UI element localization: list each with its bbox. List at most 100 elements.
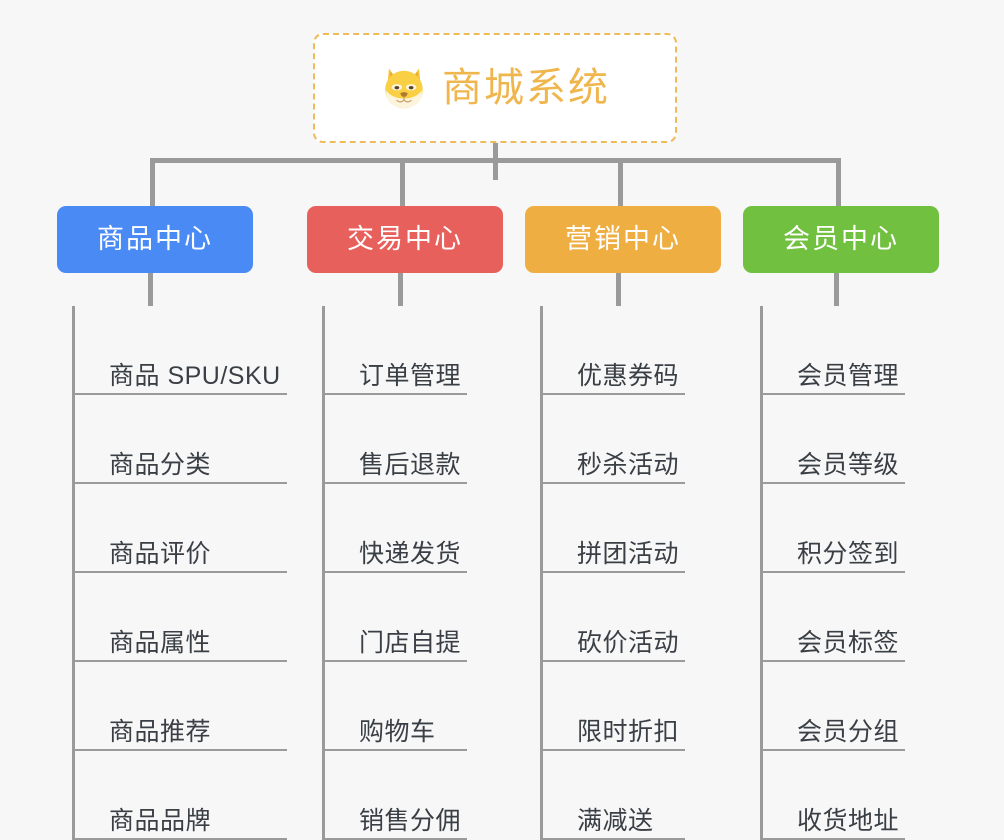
leaf-item[interactable]: 秒杀活动 xyxy=(543,395,686,484)
root-title: 商城系统 xyxy=(442,66,610,110)
leaf-list-4: 会员管理 会员等级 积分签到 会员标签 会员分组 收货地址 xyxy=(760,306,906,840)
leaf-label: 会员管理 xyxy=(797,361,900,390)
leaf-underline: 优惠券码 xyxy=(543,361,686,395)
leaf-label: 收货地址 xyxy=(797,806,900,835)
branch-column-2: 交易中心 xyxy=(307,206,503,273)
leaf-underline: 购物车 xyxy=(325,717,468,751)
leaf-label: 订单管理 xyxy=(359,361,462,390)
leaf-item[interactable]: 砍价活动 xyxy=(543,573,686,662)
leaf-underline: 门店自提 xyxy=(325,628,468,662)
branch-header-label-1: 商品中心 xyxy=(97,224,213,254)
leaf-underline: 商品推荐 xyxy=(75,717,287,751)
branch-drop-connector-1 xyxy=(150,158,155,206)
leaf-item[interactable]: 满减送 xyxy=(543,751,686,840)
leaf-underline: 售后退款 xyxy=(325,450,468,484)
branch-header-2[interactable]: 交易中心 xyxy=(307,206,503,273)
leaf-label: 满减送 xyxy=(577,806,654,835)
leaf-underline: 快递发货 xyxy=(325,539,468,573)
leaf-list-1: 商品 SPU/SKU 商品分类 商品评价 商品属性 商品推荐 商品品牌 xyxy=(72,306,287,840)
leaf-underline: 会员等级 xyxy=(763,450,906,484)
leaf-list-2: 订单管理 售后退款 快递发货 门店自提 购物车 销售分佣 xyxy=(322,306,468,840)
leaf-item[interactable]: 收货地址 xyxy=(763,751,906,840)
leaf-item[interactable]: 商品属性 xyxy=(75,573,287,662)
leaf-underline: 商品分类 xyxy=(75,450,287,484)
leaf-item[interactable]: 商品评价 xyxy=(75,484,287,573)
leaf-label: 购物车 xyxy=(359,717,436,746)
leaf-item[interactable]: 商品分类 xyxy=(75,395,287,484)
leaf-item[interactable]: 积分签到 xyxy=(763,484,906,573)
leaf-label: 积分签到 xyxy=(797,539,900,568)
leaf-label: 商品推荐 xyxy=(109,717,212,746)
leaf-item[interactable]: 会员管理 xyxy=(763,306,906,395)
leaf-item[interactable]: 商品品牌 xyxy=(75,751,287,840)
leaf-item[interactable]: 拼团活动 xyxy=(543,484,686,573)
leaf-label: 门店自提 xyxy=(359,628,462,657)
leaf-label: 商品属性 xyxy=(109,628,212,657)
leaf-underline: 会员管理 xyxy=(763,361,906,395)
leaf-item[interactable]: 销售分佣 xyxy=(325,751,468,840)
leaf-underline: 订单管理 xyxy=(325,361,468,395)
leaf-underline: 限时折扣 xyxy=(543,717,686,751)
leaf-item[interactable]: 限时折扣 xyxy=(543,662,686,751)
branch-column-4: 会员中心 xyxy=(743,206,939,273)
leaf-label: 会员等级 xyxy=(797,450,900,479)
branch-column-3: 营销中心 xyxy=(525,206,721,273)
leaf-underline: 秒杀活动 xyxy=(543,450,686,484)
leaf-label: 商品品牌 xyxy=(109,806,212,835)
leaf-item[interactable]: 会员分组 xyxy=(763,662,906,751)
leaf-label: 会员标签 xyxy=(797,628,900,657)
shiba-inu-dog-face-emoji xyxy=(380,64,428,112)
leaf-label: 销售分佣 xyxy=(359,806,462,835)
leaf-label: 会员分组 xyxy=(797,717,900,746)
leaf-underline: 收货地址 xyxy=(763,806,906,840)
leaf-label: 秒杀活动 xyxy=(577,450,680,479)
leaf-item[interactable]: 售后退款 xyxy=(325,395,468,484)
leaf-item[interactable]: 订单管理 xyxy=(325,306,468,395)
leaf-label: 限时折扣 xyxy=(577,717,680,746)
branch-header-3[interactable]: 营销中心 xyxy=(525,206,721,273)
leaf-item[interactable]: 快递发货 xyxy=(325,484,468,573)
leaf-underline: 商品品牌 xyxy=(75,806,287,840)
branch-drop-connector-2 xyxy=(400,158,405,206)
leaf-underline: 积分签到 xyxy=(763,539,906,573)
leaf-label: 售后退款 xyxy=(359,450,462,479)
leaf-underline: 满减送 xyxy=(543,806,686,840)
branch-stem-1 xyxy=(148,273,153,306)
leaf-label: 砍价活动 xyxy=(577,628,680,657)
leaf-label: 商品 SPU/SKU xyxy=(109,361,281,390)
leaf-item[interactable]: 购物车 xyxy=(325,662,468,751)
branch-drop-connector-4 xyxy=(836,158,841,206)
leaf-underline: 会员分组 xyxy=(763,717,906,751)
branch-header-1[interactable]: 商品中心 xyxy=(57,206,253,273)
branch-drop-connector-3 xyxy=(618,158,623,206)
branch-header-4[interactable]: 会员中心 xyxy=(743,206,939,273)
leaf-label: 拼团活动 xyxy=(577,539,680,568)
leaf-underline: 砍价活动 xyxy=(543,628,686,662)
leaf-item[interactable]: 商品 SPU/SKU xyxy=(75,306,287,395)
leaf-item[interactable]: 商品推荐 xyxy=(75,662,287,751)
leaf-underline: 商品评价 xyxy=(75,539,287,573)
leaf-underline: 会员标签 xyxy=(763,628,906,662)
leaf-underline: 商品 SPU/SKU xyxy=(75,361,287,395)
branch-stem-2 xyxy=(398,273,403,306)
leaf-item[interactable]: 门店自提 xyxy=(325,573,468,662)
leaf-list-3: 优惠券码 秒杀活动 拼团活动 砍价活动 限时折扣 满减送 xyxy=(540,306,686,840)
branch-header-label-2: 交易中心 xyxy=(347,224,463,254)
leaf-item[interactable]: 会员等级 xyxy=(763,395,906,484)
branch-stem-3 xyxy=(616,273,621,306)
leaf-underline: 销售分佣 xyxy=(325,806,468,840)
trunk-horizontal-connector xyxy=(150,158,840,163)
leaf-item[interactable]: 优惠券码 xyxy=(543,306,686,395)
leaf-underline: 商品属性 xyxy=(75,628,287,662)
leaf-label: 快递发货 xyxy=(359,539,462,568)
leaf-item[interactable]: 会员标签 xyxy=(763,573,906,662)
leaf-label: 优惠券码 xyxy=(577,361,680,390)
branch-stem-4 xyxy=(834,273,839,306)
leaf-label: 商品评价 xyxy=(109,539,212,568)
branch-header-label-4: 会员中心 xyxy=(783,224,899,254)
leaf-label: 商品分类 xyxy=(109,450,212,479)
root-node[interactable]: 商城系统 xyxy=(313,33,677,143)
branch-header-label-3: 营销中心 xyxy=(565,224,681,254)
branch-column-1: 商品中心 xyxy=(57,206,253,273)
